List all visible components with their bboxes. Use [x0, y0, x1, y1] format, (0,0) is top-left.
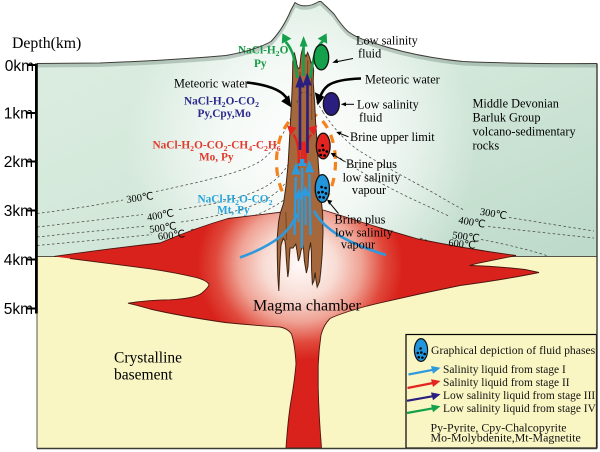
svg-text:vapour: vapour [352, 183, 386, 197]
svg-text:400℃: 400℃ [457, 215, 486, 231]
svg-text:Low salinity liquid from stage: Low salinity liquid from stage IV [443, 403, 597, 415]
svg-text:600℃: 600℃ [157, 229, 185, 243]
svg-text:Low salinity: Low salinity [357, 98, 420, 112]
svg-text:Meteoric water: Meteoric water [365, 73, 440, 87]
svg-text:Barluk Group: Barluk Group [473, 111, 541, 125]
svg-text:Brine plus: Brine plus [335, 213, 386, 227]
svg-text:volcano-sedimentary: volcano-sedimentary [473, 125, 577, 139]
svg-text:low salinity: low salinity [343, 170, 402, 184]
svg-text:Mo-Molybdenite,Mt-Magnetite: Mo-Molybdenite,Mt-Magnetite [431, 431, 581, 445]
svg-text:Depth(km): Depth(km) [12, 35, 81, 52]
svg-text:low salinity: low salinity [335, 225, 394, 239]
svg-text:Graphical depiction of fluid p: Graphical depiction of fluid phases [431, 344, 596, 357]
svg-text:rocks: rocks [473, 139, 500, 153]
svg-text:NaCl-H2O-CO2: NaCl-H2O-CO2 [184, 96, 259, 110]
svg-text:Py,Cpy,Mo: Py,Cpy,Mo [198, 108, 252, 120]
svg-text:600℃: 600℃ [448, 238, 476, 252]
svg-text:1km: 1km [4, 106, 33, 123]
svg-text:Salinity liquid from stage II: Salinity liquid from stage II [443, 377, 570, 389]
svg-text:Middle Devonian: Middle Devonian [473, 97, 559, 111]
svg-text:Low salinity: Low salinity [356, 34, 419, 48]
svg-text:Mt, Py: Mt, Py [217, 205, 250, 217]
svg-text:fluid: fluid [359, 111, 382, 125]
svg-text:500℃: 500℃ [149, 221, 178, 236]
svg-text:400℃: 400℃ [146, 208, 175, 224]
svg-text:Py: Py [254, 58, 267, 70]
svg-text:4km: 4km [4, 252, 33, 269]
svg-text:Mo, Py: Mo, Py [199, 151, 234, 163]
svg-text:basement: basement [114, 367, 173, 384]
svg-text:300℃: 300℃ [126, 191, 155, 206]
svg-text:500℃: 500℃ [452, 230, 481, 245]
svg-text:5km: 5km [4, 301, 33, 318]
svg-text:fluid: fluid [358, 47, 381, 61]
svg-text:Brine upper limit: Brine upper limit [350, 130, 435, 144]
svg-text:Crystalline: Crystalline [114, 350, 182, 367]
svg-text:vapour: vapour [341, 238, 375, 252]
svg-text:2km: 2km [4, 154, 33, 171]
svg-text:Brine plus: Brine plus [346, 157, 397, 171]
svg-text:Magma chamber: Magma chamber [253, 298, 362, 315]
svg-text:Low salinity liquid from stage: Low salinity liquid from stage III [443, 390, 595, 402]
svg-text:3km: 3km [4, 203, 33, 220]
svg-text:NaCl-H2O-CO2: NaCl-H2O-CO2 [198, 194, 273, 208]
svg-text:300℃: 300℃ [479, 207, 508, 223]
svg-text:Py-Pyrite, Cpy-Chalcopyrite: Py-Pyrite, Cpy-Chalcopyrite [431, 421, 567, 435]
svg-text:Meteoric water: Meteoric water [174, 77, 249, 91]
svg-text:0km: 0km [5, 58, 34, 75]
svg-text:Salinity liquid from stage I: Salinity liquid from stage I [443, 364, 566, 376]
